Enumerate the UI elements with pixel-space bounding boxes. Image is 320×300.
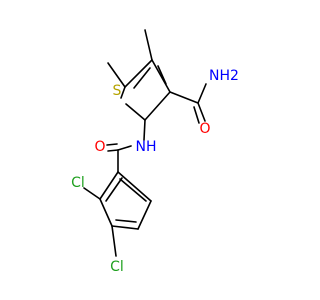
chlorine-label-2: Cl — [110, 259, 124, 275]
bond-lines — [83, 29, 207, 257]
atom-labels: S NH O O NH2 Cl Cl — [71, 68, 239, 275]
sulfur-label: S — [113, 83, 122, 99]
nh-label: NH — [136, 139, 157, 155]
carboxamide-oxygen-label: O — [199, 121, 210, 137]
molecule-structure: S NH O O NH2 Cl Cl — [71, 29, 239, 275]
nh2-label: NH2 — [209, 68, 239, 84]
amide-oxygen-label: O — [94, 139, 105, 155]
chlorine-label-1: Cl — [71, 175, 85, 191]
